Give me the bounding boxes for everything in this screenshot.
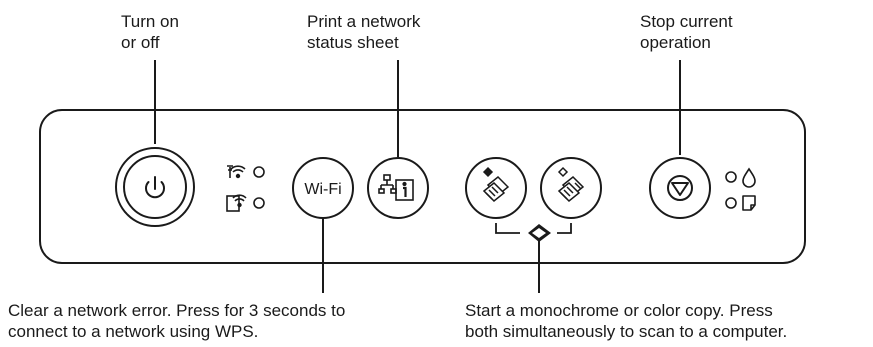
paper-status-light [725,197,737,209]
power-callout-line-2: or off [121,33,160,52]
monochrome-copy-button[interactable] [465,157,527,219]
copy-callout-line-2: both simultaneously to scan to a compute… [465,322,788,341]
network-status-sheet-button[interactable] [367,157,429,219]
power-button[interactable] [115,147,195,227]
network-status-callout: Print a network status sheet [307,11,420,53]
wifi-callout-line-1: Clear a network error. Press for 3 secon… [8,301,346,320]
stop-callout-line-2: operation [640,33,711,52]
wifi-button[interactable]: Wi-Fi [292,157,354,219]
stop-callout: Stop current operation [640,11,733,53]
stop-icon [667,175,693,201]
wifi-callout-line-2: connect to a network using WPS. [8,322,259,341]
color-copy-button[interactable] [540,157,602,219]
ink-status-light [725,171,737,183]
power-callout-line-1: Turn on [121,12,179,31]
wifi-status-light [253,166,265,178]
network-status-sheet-icon [378,174,414,201]
wifi-status-icon [227,165,246,179]
copy-callout-line-1: Start a monochrome or color copy. Press [465,301,773,320]
ink-drop-icon [742,167,756,188]
monochrome-copy-icon [482,166,510,203]
stop-button[interactable] [649,157,711,219]
scan-icon [528,224,551,242]
copy-callout: Start a monochrome or color copy. Press … [465,300,787,342]
color-copy-icon [557,166,585,203]
stop-callout-line-1: Stop current [640,12,733,31]
wifi-callout: Clear a network error. Press for 3 secon… [8,300,345,342]
power-callout: Turn on or off [121,11,179,53]
network-status-callout-line-1: Print a network [307,12,421,31]
wifi-button-label: Wi-Fi [304,181,341,198]
power-icon [145,176,165,199]
wifi-direct-status-light [253,197,265,209]
wifi-direct-status-icon [226,194,247,212]
network-status-callout-line-2: status sheet [307,33,399,52]
paper-icon [742,195,756,211]
control-panel-outline [39,109,806,264]
scan-bracket [495,223,572,234]
